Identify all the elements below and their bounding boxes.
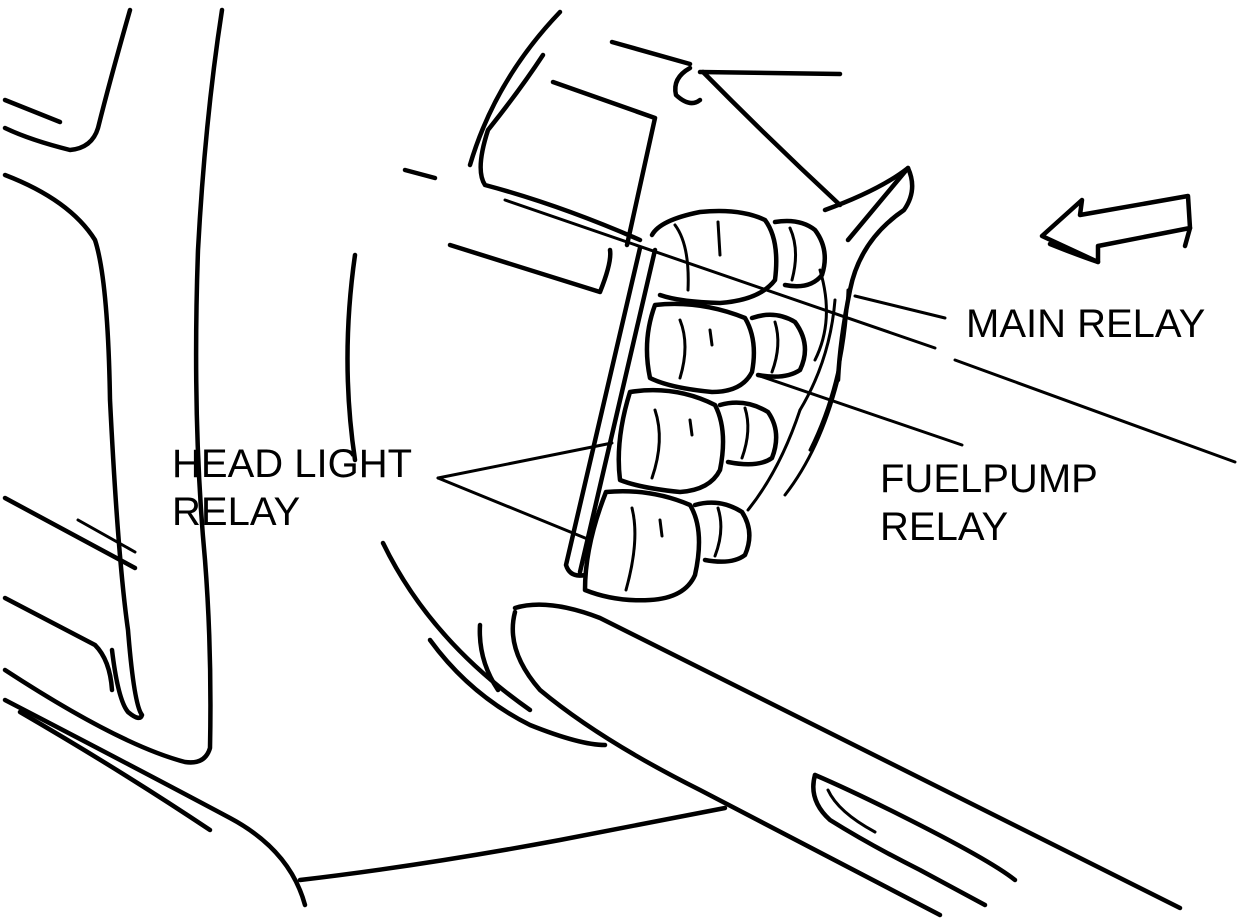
long-body-line <box>953 358 1237 464</box>
fuelpump-relay-leader <box>758 374 964 447</box>
headlight-relay-label-line2: RELAY <box>172 490 301 534</box>
fuelpump-relay-label-line1: FUELPUMP <box>880 457 1098 501</box>
fender-arcs <box>345 9 608 748</box>
headlight-relay-label-line1: HEAD LIGHT <box>172 442 413 486</box>
headlight-relay-leader-upper <box>436 441 614 480</box>
relay-rail <box>563 245 658 578</box>
lower-body-panel <box>2 602 1183 918</box>
arrow-left-icon <box>1039 193 1193 265</box>
headlight-relay-label: HEAD LIGHT RELAY <box>172 440 412 536</box>
main-relay-label-text: MAIN RELAY <box>966 302 1206 346</box>
wiring-harness <box>746 268 850 512</box>
main-relay-leader <box>853 294 947 320</box>
relay-bracket <box>447 39 915 383</box>
fuelpump-relay-label-line2: RELAY <box>880 505 1009 549</box>
headlight-relay-body-upper <box>616 387 779 495</box>
leader-lines <box>436 198 1237 542</box>
main-relay-label: MAIN RELAY <box>966 300 1205 348</box>
fuelpump-relay-label: FUELPUMP RELAY <box>880 455 1098 551</box>
main-relay-body <box>649 208 828 306</box>
main-relay-leader-extension <box>503 198 937 350</box>
headlight-relay-leader-lower <box>436 476 592 542</box>
headlight-relay-body-lower <box>582 488 752 603</box>
fuelpump-relay-body <box>644 301 808 395</box>
door-pillar <box>2 7 225 765</box>
